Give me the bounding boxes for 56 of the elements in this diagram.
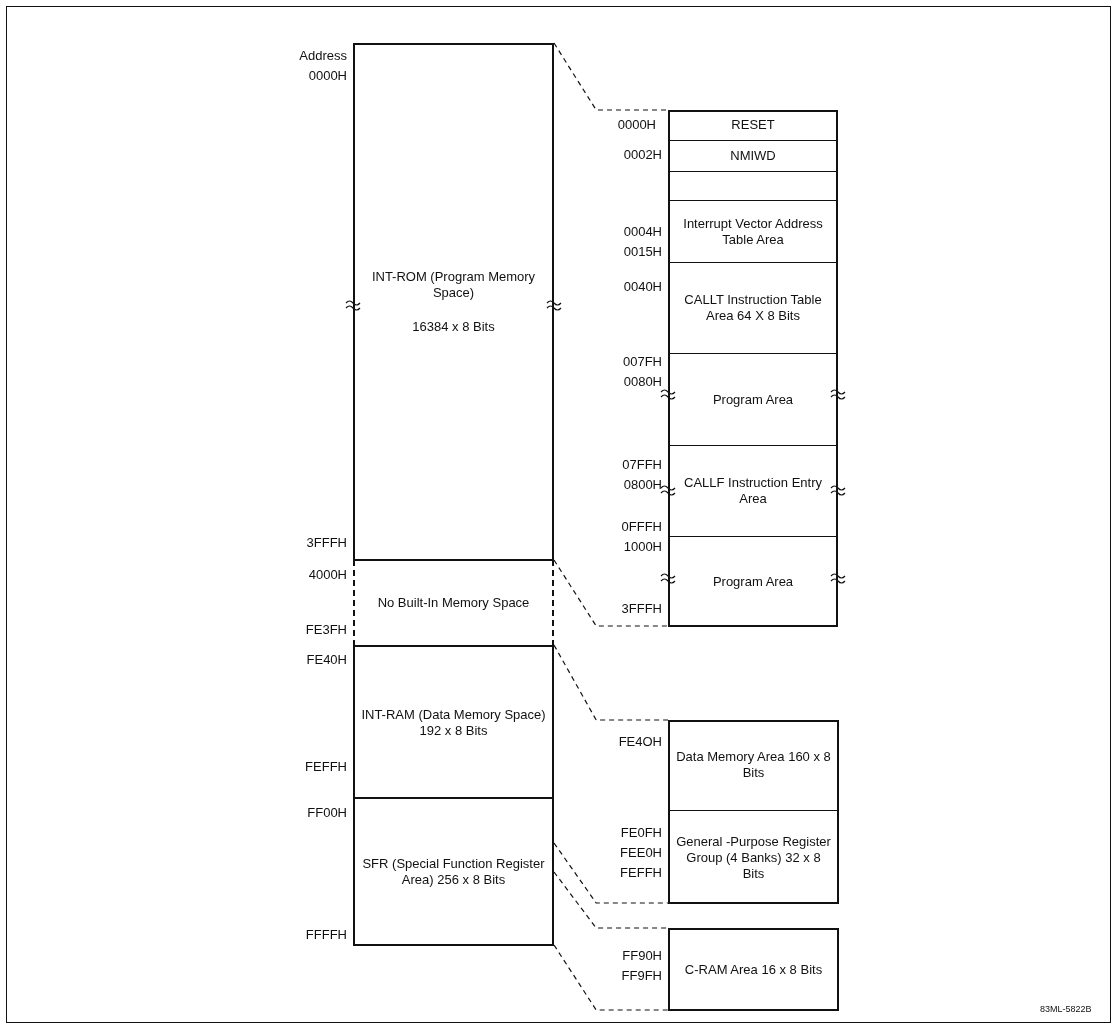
address-label: 0002H xyxy=(622,147,662,163)
address-label: FEFFH xyxy=(304,759,347,775)
address-label: 4000H xyxy=(307,567,347,583)
block-label: 16384 x 8 Bits xyxy=(411,319,496,335)
dashed-connector xyxy=(553,871,669,929)
block-label: CALLT Instruction Table Area 64 X 8 Bits xyxy=(683,292,823,324)
memory-block xyxy=(353,43,554,561)
address-label: 0000H xyxy=(307,68,347,84)
block-label: Program Area xyxy=(711,391,795,408)
block-label: Interrupt Vector Address Table Area xyxy=(682,215,824,248)
address-label: Address xyxy=(298,48,347,64)
block-label: General -Purpose Register Group (4 Banks) 32 x 8 Bits xyxy=(675,833,832,882)
block-label: NMIWD xyxy=(729,148,777,164)
memory-table xyxy=(668,720,839,904)
dashed-connector xyxy=(553,944,669,1011)
address-label: 0015H xyxy=(622,244,662,260)
memory-block xyxy=(353,797,554,946)
dashed-connector xyxy=(553,842,669,904)
address-label: 3FFFH xyxy=(620,601,662,617)
block-label: INT-ROM (Program Memory Space) xyxy=(370,269,537,301)
address-label: 0080H xyxy=(622,374,662,390)
dashed-connector xyxy=(553,644,669,721)
address-label: 0800H xyxy=(622,477,662,493)
address-label: 0040H xyxy=(622,279,662,295)
memory-block xyxy=(353,560,554,646)
address-label: 07FFH xyxy=(621,457,662,473)
address-label: FE3FH xyxy=(304,622,347,638)
address-label: FE0FH xyxy=(619,825,662,841)
address-label: 0FFFH xyxy=(620,519,662,535)
address-label: FEE0H xyxy=(619,845,662,861)
address-label: FEFFH xyxy=(619,865,662,881)
dashed-connector xyxy=(553,42,669,111)
address-label: 0000H xyxy=(616,117,656,133)
memory-table xyxy=(668,110,838,627)
figure-code: 83ML-5822B xyxy=(1040,1004,1092,1014)
block-label: Program Area xyxy=(711,574,795,590)
address-label: FE4OH xyxy=(617,734,662,750)
address-label: FF9FH xyxy=(620,968,662,984)
block-label: SFR (Special Function Register Area) 256 x 8 Bits xyxy=(361,855,546,888)
address-label: 0004H xyxy=(622,224,662,240)
block-label: C-RAM Area 16 x 8 Bits xyxy=(683,961,824,978)
address-label: FE40H xyxy=(305,652,347,668)
memory-block xyxy=(353,645,554,798)
address-label: FF00H xyxy=(306,805,347,821)
address-label: 1000H xyxy=(622,539,662,555)
address-label: FF90H xyxy=(621,948,662,964)
address-label: FFFFH xyxy=(304,927,347,943)
block-label: Data Memory Area 160 x 8 Bits xyxy=(675,749,832,781)
block-label: CALLF Instruction Entry Area xyxy=(683,475,823,507)
address-label: 3FFFH xyxy=(305,535,347,551)
memory-block xyxy=(668,928,839,1011)
block-label: RESET xyxy=(730,117,776,133)
block-label: INT-RAM (Data Memory Space) 192 x 8 Bits xyxy=(360,706,547,739)
block-label: No Built-In Memory Space xyxy=(376,595,531,611)
address-label: 007FH xyxy=(621,354,662,370)
dashed-connector xyxy=(553,559,669,627)
